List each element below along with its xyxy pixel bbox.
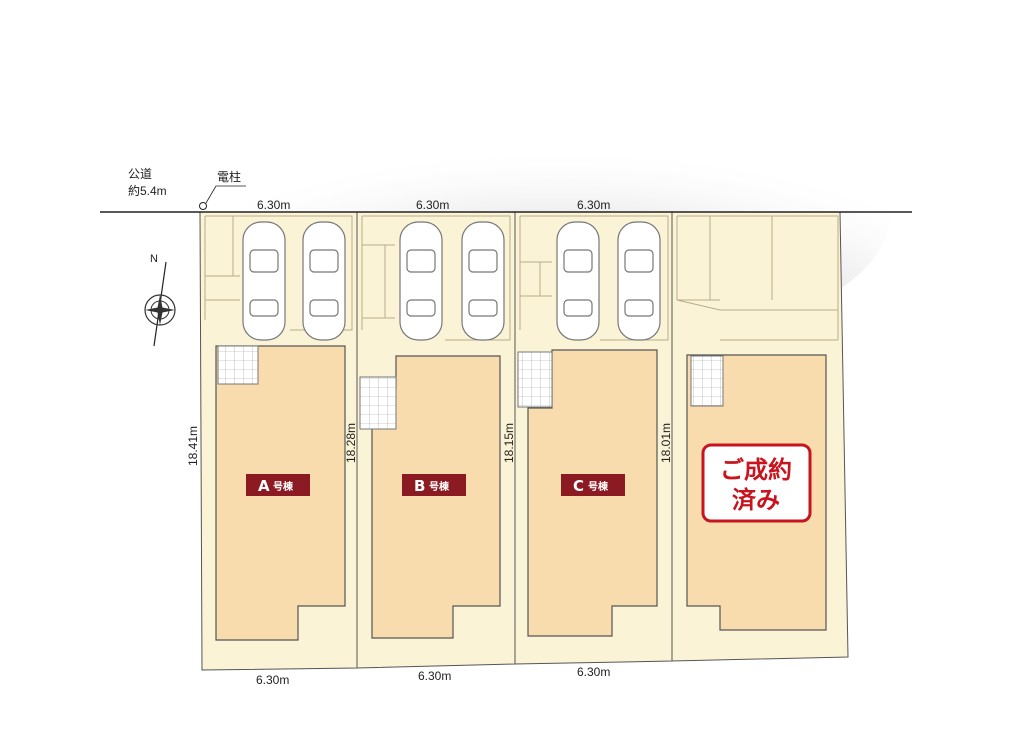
car-icon bbox=[461, 221, 505, 341]
lot-b-top-width: 6.30m bbox=[416, 198, 449, 212]
lot-c-depth: 18.15m bbox=[502, 423, 516, 463]
svg-text:号棟: 号棟 bbox=[588, 480, 609, 493]
svg-text:B: B bbox=[414, 477, 425, 495]
lot-badge-b: B 号棟 bbox=[402, 474, 466, 496]
ground-partitions bbox=[204, 215, 839, 341]
entry-steps-b bbox=[359, 376, 397, 430]
car-icon bbox=[556, 221, 600, 341]
sold-line-2: 済み bbox=[732, 486, 780, 514]
entry-steps bbox=[217, 345, 724, 430]
pole-label: 電柱 bbox=[217, 169, 241, 184]
lot-b-bottom-width: 6.30m bbox=[418, 669, 451, 683]
lot-a-bottom-width: 6.30m bbox=[256, 673, 289, 687]
lot-badge-a: A 号棟 bbox=[246, 474, 310, 496]
lot-a-top-width: 6.30m bbox=[257, 198, 290, 212]
entry-steps-c bbox=[517, 351, 553, 408]
compass-north: N bbox=[150, 253, 158, 265]
lot-c-top-width: 6.30m bbox=[577, 198, 610, 212]
svg-text:C: C bbox=[573, 477, 584, 495]
road-label: 公道 bbox=[128, 167, 152, 181]
lot-b-depth: 18.28m bbox=[344, 423, 358, 463]
compass-icon: N bbox=[144, 253, 176, 347]
road-width-label: 約5.4m bbox=[128, 183, 167, 198]
dimension-labels: 6.30m 6.30m 6.30m 6.30m 6.30m 6.30m 18.4… bbox=[186, 198, 673, 687]
utility-pole-icon bbox=[199, 202, 207, 210]
svg-text:号棟: 号棟 bbox=[429, 480, 450, 493]
svg-text:A: A bbox=[258, 477, 270, 495]
car-icon bbox=[302, 221, 346, 341]
sold-stamp: ご成約 済み bbox=[701, 443, 812, 523]
car-icon bbox=[399, 221, 443, 341]
car-icon bbox=[617, 221, 661, 341]
car-icon bbox=[242, 221, 286, 341]
entry-steps-d bbox=[690, 355, 724, 407]
parking-cars bbox=[242, 221, 661, 341]
sold-line-1: ご成約 bbox=[720, 456, 792, 484]
lot-badge-c: C 号棟 bbox=[561, 474, 625, 496]
entry-steps-a bbox=[217, 345, 259, 385]
svg-text:号棟: 号棟 bbox=[273, 480, 294, 493]
lot-a-depth: 18.41m bbox=[186, 426, 200, 466]
lot-d-depth: 18.01m bbox=[659, 423, 673, 463]
lot-c-bottom-width: 6.30m bbox=[577, 665, 610, 679]
pole-leader-line bbox=[205, 185, 246, 204]
